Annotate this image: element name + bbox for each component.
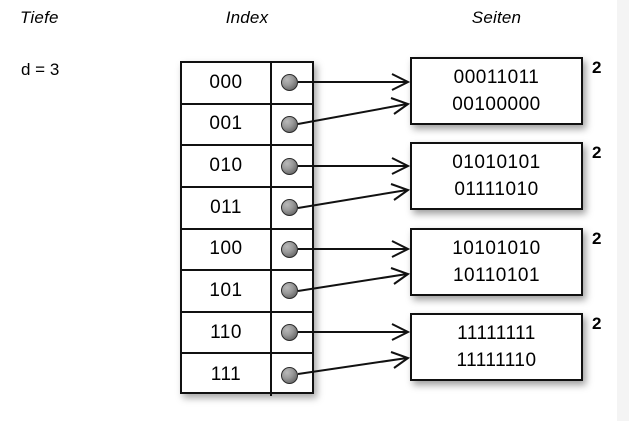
local-depth-label: 2	[592, 314, 602, 333]
index-pointer-cell	[272, 146, 312, 186]
column-heading-index: Index	[225, 8, 269, 27]
index-pointer-cell	[272, 188, 312, 228]
index-row: 101	[182, 271, 312, 313]
page-record: 10101010	[452, 238, 541, 259]
page-record: 11111111	[457, 323, 536, 344]
pointer-dot-icon	[281, 199, 298, 217]
index-pointer-cell	[272, 271, 312, 311]
pointer-dot-icon	[281, 366, 298, 384]
page-bucket: 01010101 01111010	[410, 142, 583, 210]
index-pointer-cell	[272, 63, 312, 103]
arrow-100-to-page-2	[298, 240, 411, 258]
local-depth-label: 2	[592, 58, 602, 77]
pointer-dot-icon	[281, 240, 298, 258]
index-key: 011	[182, 187, 272, 228]
local-depth-label: 2	[592, 143, 602, 162]
page-record: 11111110	[456, 350, 537, 371]
index-key: 110	[182, 312, 272, 353]
pointer-dot-icon	[281, 157, 298, 175]
index-pointer-cell	[272, 354, 312, 396]
index-key: 001	[182, 104, 272, 145]
page-record: 00011011	[453, 67, 540, 88]
index-row: 111	[182, 354, 312, 396]
page-record: 01111010	[454, 179, 539, 200]
index-key: 111	[182, 354, 272, 396]
page-record: 01010101	[452, 152, 541, 173]
index-row: 010	[182, 146, 312, 188]
pointer-dot-icon	[281, 324, 298, 342]
global-depth-value: d = 3	[21, 60, 60, 79]
pointer-dot-icon	[281, 74, 298, 92]
index-key: 100	[182, 229, 272, 270]
arrow-111-to-page-3	[297, 351, 411, 375]
arrow-110-to-page-3	[298, 323, 411, 341]
index-pointer-cell	[272, 105, 312, 145]
index-key: 101	[182, 271, 272, 311]
right-edge-strip	[617, 0, 629, 421]
index-directory-table: 000 001 010 011 100	[180, 61, 314, 396]
arrow-010-to-page-1	[298, 157, 411, 175]
index-pointer-cell	[272, 230, 312, 270]
arrow-001-to-page-0	[297, 97, 411, 125]
pointer-dot-icon	[281, 282, 298, 300]
arrow-101-to-page-2	[297, 267, 411, 292]
column-heading-depth: Tiefe	[20, 8, 59, 27]
page-record: 00100000	[452, 94, 541, 115]
page-record: 10110101	[452, 265, 541, 286]
column-heading-pages: Seiten	[471, 8, 522, 27]
index-pointer-cell	[272, 313, 312, 353]
page-bucket: 11111111 11111110	[410, 313, 583, 381]
index-row: 001	[182, 104, 312, 147]
index-row: 011	[182, 187, 312, 230]
local-depth-label: 2	[592, 229, 602, 248]
index-row: 110	[182, 312, 312, 355]
page-bucket: 00011011 00100000	[410, 57, 583, 125]
arrow-000-to-page-0	[298, 73, 411, 91]
page-bucket: 10101010 10110101	[410, 228, 583, 296]
index-key: 010	[182, 146, 272, 186]
index-row: 100	[182, 229, 312, 272]
arrow-011-to-page-1	[297, 183, 411, 209]
index-row: 000	[182, 63, 312, 105]
index-key: 000	[182, 63, 272, 103]
pointer-dot-icon	[281, 115, 298, 133]
